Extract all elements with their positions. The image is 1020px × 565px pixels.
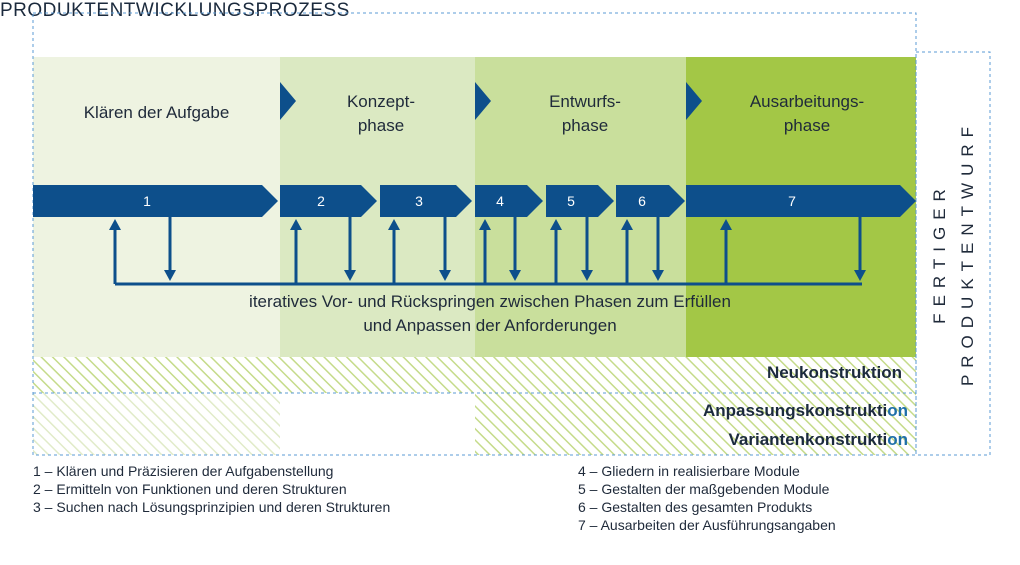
step-number-6: 6 xyxy=(638,193,646,209)
result-label-container: FERTIGER PRODUKTENTWURF xyxy=(918,52,990,454)
main-frame xyxy=(32,12,917,456)
label-anpassungskonstruktion: Anpassungskonstruktion xyxy=(703,401,908,421)
legend-item-6: 6 – Gestalten des gesamten Produkts xyxy=(578,499,813,515)
legend-right: 4 – Gliedern in realisierbare Module 5 –… xyxy=(578,462,836,534)
step-arrow-2 xyxy=(280,185,377,217)
iteration-loop xyxy=(109,217,866,286)
legend-item-2: 2 – Ermitteln von Funktionen und deren S… xyxy=(33,481,347,497)
phase-chevron-3 xyxy=(475,82,491,120)
legend-left: 1 – Klären und Präzisieren der Aufgabens… xyxy=(33,462,390,516)
step-number-4: 4 xyxy=(496,193,504,209)
step-number-7: 7 xyxy=(788,193,796,209)
varianten-main: Variantenkonstrukti xyxy=(728,430,888,449)
phase-label-3: Entwurfs- phase xyxy=(549,92,621,135)
anpassung-main: Anpassungskonstrukti xyxy=(703,401,888,420)
phase-chevron-4 xyxy=(686,82,702,120)
step-arrow-7 xyxy=(686,185,916,217)
step-number-5: 5 xyxy=(567,193,575,209)
hatch-anpassung-right xyxy=(475,393,916,455)
legend-item-1: 1 – Klären und Präzisieren der Aufgabens… xyxy=(33,463,334,479)
step-number-1: 1 xyxy=(143,193,151,209)
step-number-3: 3 xyxy=(415,193,423,209)
hatch-neukonstruktion xyxy=(33,357,916,393)
hatch-anpassung-left xyxy=(33,393,280,455)
anpassung-tail: on xyxy=(887,401,908,420)
label-neukonstruktion: Neukonstruktion xyxy=(766,363,902,382)
legend-item-3: 3 – Suchen nach Lösungsprinzipien und de… xyxy=(33,499,391,515)
step-number-2: 2 xyxy=(317,193,325,209)
label-variantenkonstruktion: Variantenkonstruktion xyxy=(729,430,909,450)
phase-label-1: Klären der Aufgabe xyxy=(83,103,230,122)
step-arrow-5 xyxy=(546,185,614,217)
legend-item-5: 5 – Gestalten der maßgebenden Module xyxy=(578,481,830,497)
iteration-text: iteratives Vor- und Rückspringen zwische… xyxy=(249,292,731,335)
phase-chevron-2 xyxy=(280,82,296,120)
step-arrow-6 xyxy=(616,185,685,217)
phase-label-2: Konzept- phase xyxy=(346,92,416,135)
phase-label-4: Ausarbeitungs- phase xyxy=(749,92,865,135)
result-label: FERTIGER PRODUKTENTWURF xyxy=(930,119,977,387)
legend-item-7: 7 – Ausarbeiten der Ausführungsangaben xyxy=(578,517,836,533)
step-arrow-3 xyxy=(380,185,472,217)
legend-item-4: 4 – Gliedern in realisierbare Module xyxy=(578,463,800,479)
step-arrow-1 xyxy=(33,185,278,217)
page-title: PRODUKTENTWICKLUNGSPROZESS xyxy=(0,0,350,21)
result-frame xyxy=(915,51,991,456)
varianten-tail: on xyxy=(887,430,908,449)
step-arrow-4 xyxy=(475,185,543,217)
